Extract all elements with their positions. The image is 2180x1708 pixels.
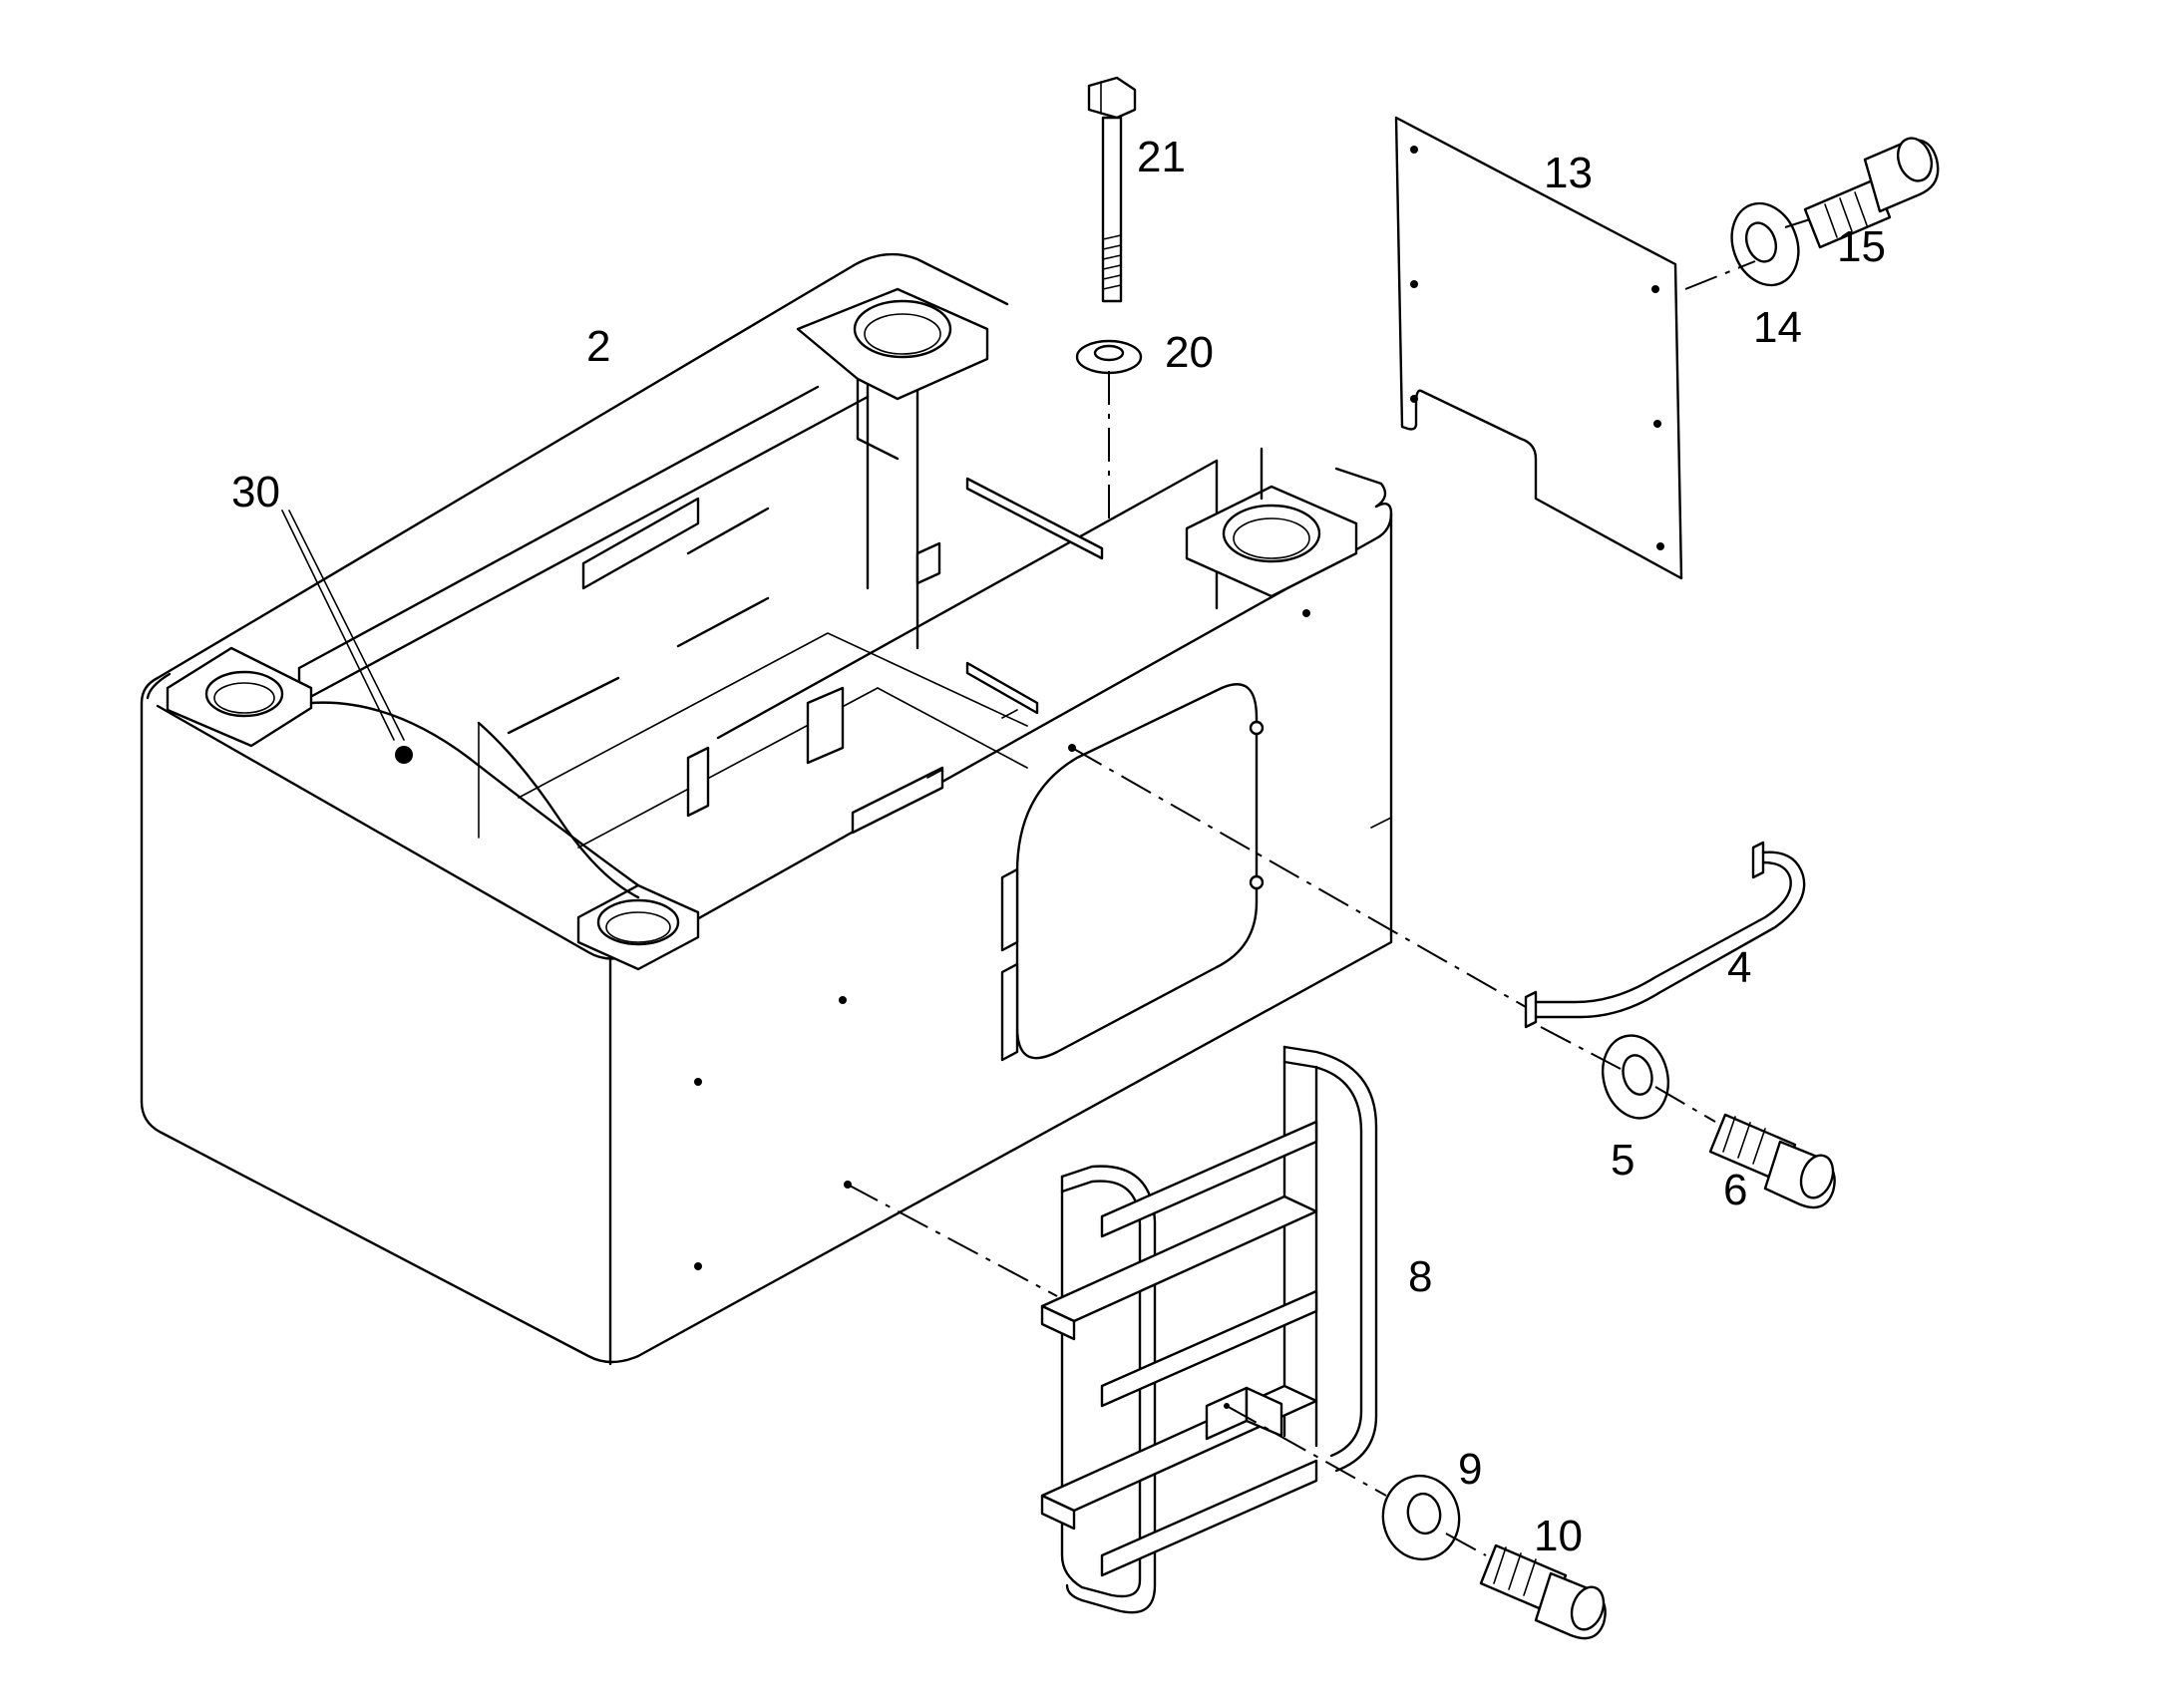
handle-bar-part-4 xyxy=(1524,841,1806,1029)
leader-lines xyxy=(281,510,405,741)
cover-plate-part-13 xyxy=(1394,116,1683,580)
callout-13: 13 xyxy=(1544,149,1593,197)
callout-21: 21 xyxy=(1137,133,1186,181)
callout-20: 20 xyxy=(1165,328,1214,377)
callout-14: 14 xyxy=(1753,303,1802,352)
washer-part-5 xyxy=(1602,1034,1669,1120)
callout-8: 8 xyxy=(1408,1252,1432,1301)
axis-frame-to-ladder xyxy=(847,1184,1487,1556)
axis-door-to-handle xyxy=(1071,747,1716,1123)
part-30-marker xyxy=(395,746,413,764)
washer-part-9 xyxy=(1381,1474,1461,1561)
callout-4: 4 xyxy=(1727,943,1751,992)
callout-5: 5 xyxy=(1611,1136,1635,1185)
base-frame-part-2 xyxy=(140,252,1393,1366)
cap-screw-part-15 xyxy=(1803,137,1940,249)
callout-10: 10 xyxy=(1534,1512,1583,1560)
cap-screw-part-10 xyxy=(1479,1543,1607,1640)
callout-2: 2 xyxy=(586,322,610,371)
cap-screw-part-6 xyxy=(1708,1113,1836,1209)
bolt-part-21 xyxy=(1087,76,1137,303)
washer-part-20 xyxy=(1075,339,1143,375)
washer-part-14 xyxy=(1730,201,1800,287)
callout-30: 30 xyxy=(231,468,280,516)
callout-9: 9 xyxy=(1458,1445,1482,1494)
callout-6: 6 xyxy=(1723,1166,1747,1214)
axis-plate-to-screw xyxy=(1684,218,1811,290)
callout-15: 15 xyxy=(1837,222,1886,271)
callout-labels: 2 30 21 20 13 15 14 4 5 6 8 9 10 xyxy=(231,133,1886,1560)
ladder-part-8 xyxy=(1040,1045,1378,1614)
